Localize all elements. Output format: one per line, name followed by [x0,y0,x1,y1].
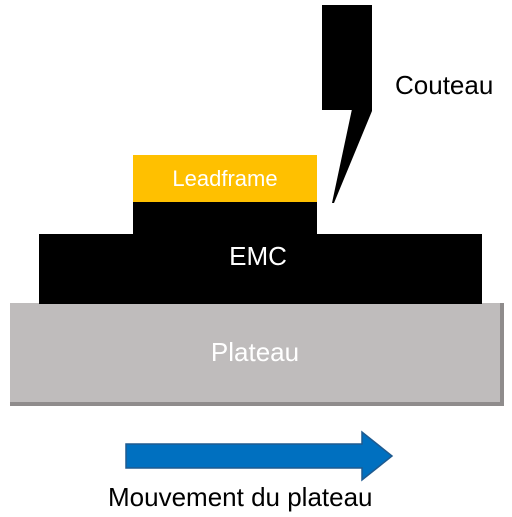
plateau-block: Plateau [10,303,504,406]
couteau-tip [332,109,372,203]
leadframe-label: Leadframe [172,165,278,191]
emc-block [39,234,482,304]
emc-label: EMC [229,240,287,271]
couteau-shaft [322,5,372,110]
movement-label: Mouvement du plateau [108,482,373,512]
movement-arrow-icon [125,430,394,482]
leadframe-block: Leadframe [133,155,317,202]
couteau-blade [322,5,372,203]
plateau-label: Plateau [210,337,300,367]
emc-step [133,201,317,236]
arrow-shape [125,430,394,482]
couteau-label: Couteau [395,70,494,100]
